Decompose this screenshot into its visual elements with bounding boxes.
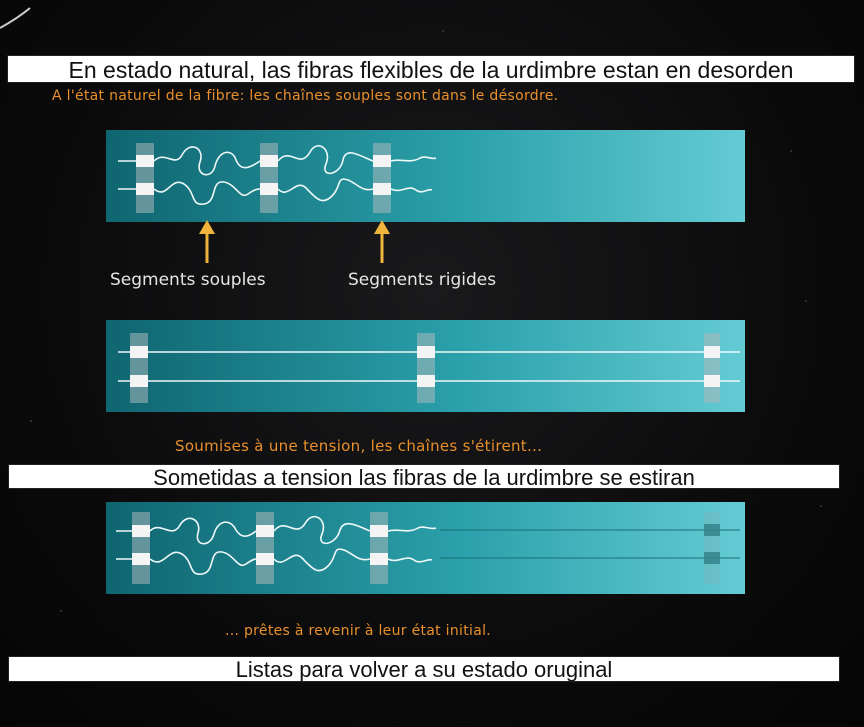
rigid-segment (132, 512, 150, 584)
label-flexible-segments: Segments souples (110, 270, 266, 290)
flexible-fiber (118, 178, 433, 205)
rigid-segment (136, 143, 154, 213)
rigid-segment (260, 143, 278, 213)
ghost-rigid-segment (704, 512, 720, 584)
rigid-segment (256, 512, 274, 584)
caption-french-bottom: ... prêtes à revenir à leur état initial… (225, 623, 492, 639)
arrow-flexible (199, 220, 215, 263)
panel-natural-state (106, 130, 745, 222)
corner-arc (0, 7, 31, 29)
flexible-fiber (116, 548, 433, 575)
caption-french-middle: Soumises à une tension, les chaînes s'ét… (175, 437, 543, 455)
rigid-segment (373, 143, 391, 213)
label-rigid-segments: Segments rigides (348, 270, 497, 290)
caption-french-top: A l'état naturel de la fibre: les chaîne… (52, 88, 559, 104)
caption-spanish-bottom: Listas para volver a su estado oruginal (8, 656, 840, 682)
caption-spanish-middle: Sometidas a tension las fibras de la urd… (8, 464, 840, 489)
panel-relaxed (106, 502, 745, 594)
flexible-fiber (116, 516, 437, 545)
rigid-segment (704, 333, 720, 403)
panel-stretched (106, 320, 745, 412)
background-speckle (820, 505, 822, 507)
arrow-rigid (374, 220, 390, 263)
background-speckle (805, 300, 807, 302)
rigid-segment (417, 333, 435, 403)
background-speckle (790, 150, 792, 152)
rigid-segment (370, 512, 388, 584)
flexible-fiber (118, 145, 437, 176)
background-speckle (60, 610, 62, 612)
background-speckle (442, 30, 444, 32)
rigid-segment (130, 333, 148, 403)
background-speckle (30, 420, 32, 422)
caption-spanish-top: En estado natural, las fibras flexibles … (7, 55, 855, 83)
